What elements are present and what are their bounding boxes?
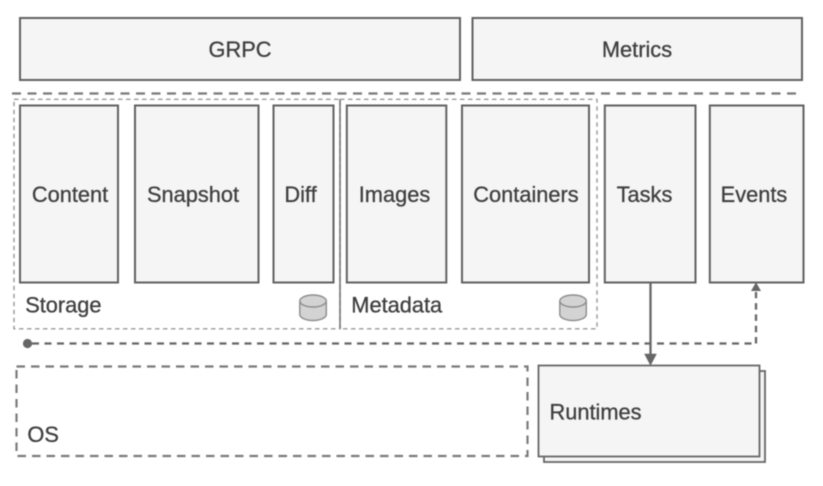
svg-text:Metadata: Metadata	[351, 292, 443, 317]
svg-text:Events: Events	[721, 182, 788, 207]
svg-text:Snapshot: Snapshot	[147, 182, 239, 207]
svg-text:Diff: Diff	[284, 182, 317, 207]
svg-text:Tasks: Tasks	[617, 182, 673, 207]
svg-text:Containers: Containers	[473, 182, 579, 207]
svg-text:Images: Images	[359, 182, 431, 207]
svg-text:Runtimes: Runtimes	[550, 399, 642, 424]
svg-text:Metrics: Metrics	[602, 37, 672, 62]
svg-text:Content: Content	[32, 182, 108, 207]
svg-text:GRPC: GRPC	[209, 37, 272, 62]
svg-text:Storage: Storage	[25, 292, 101, 317]
svg-text:OS: OS	[27, 422, 59, 447]
